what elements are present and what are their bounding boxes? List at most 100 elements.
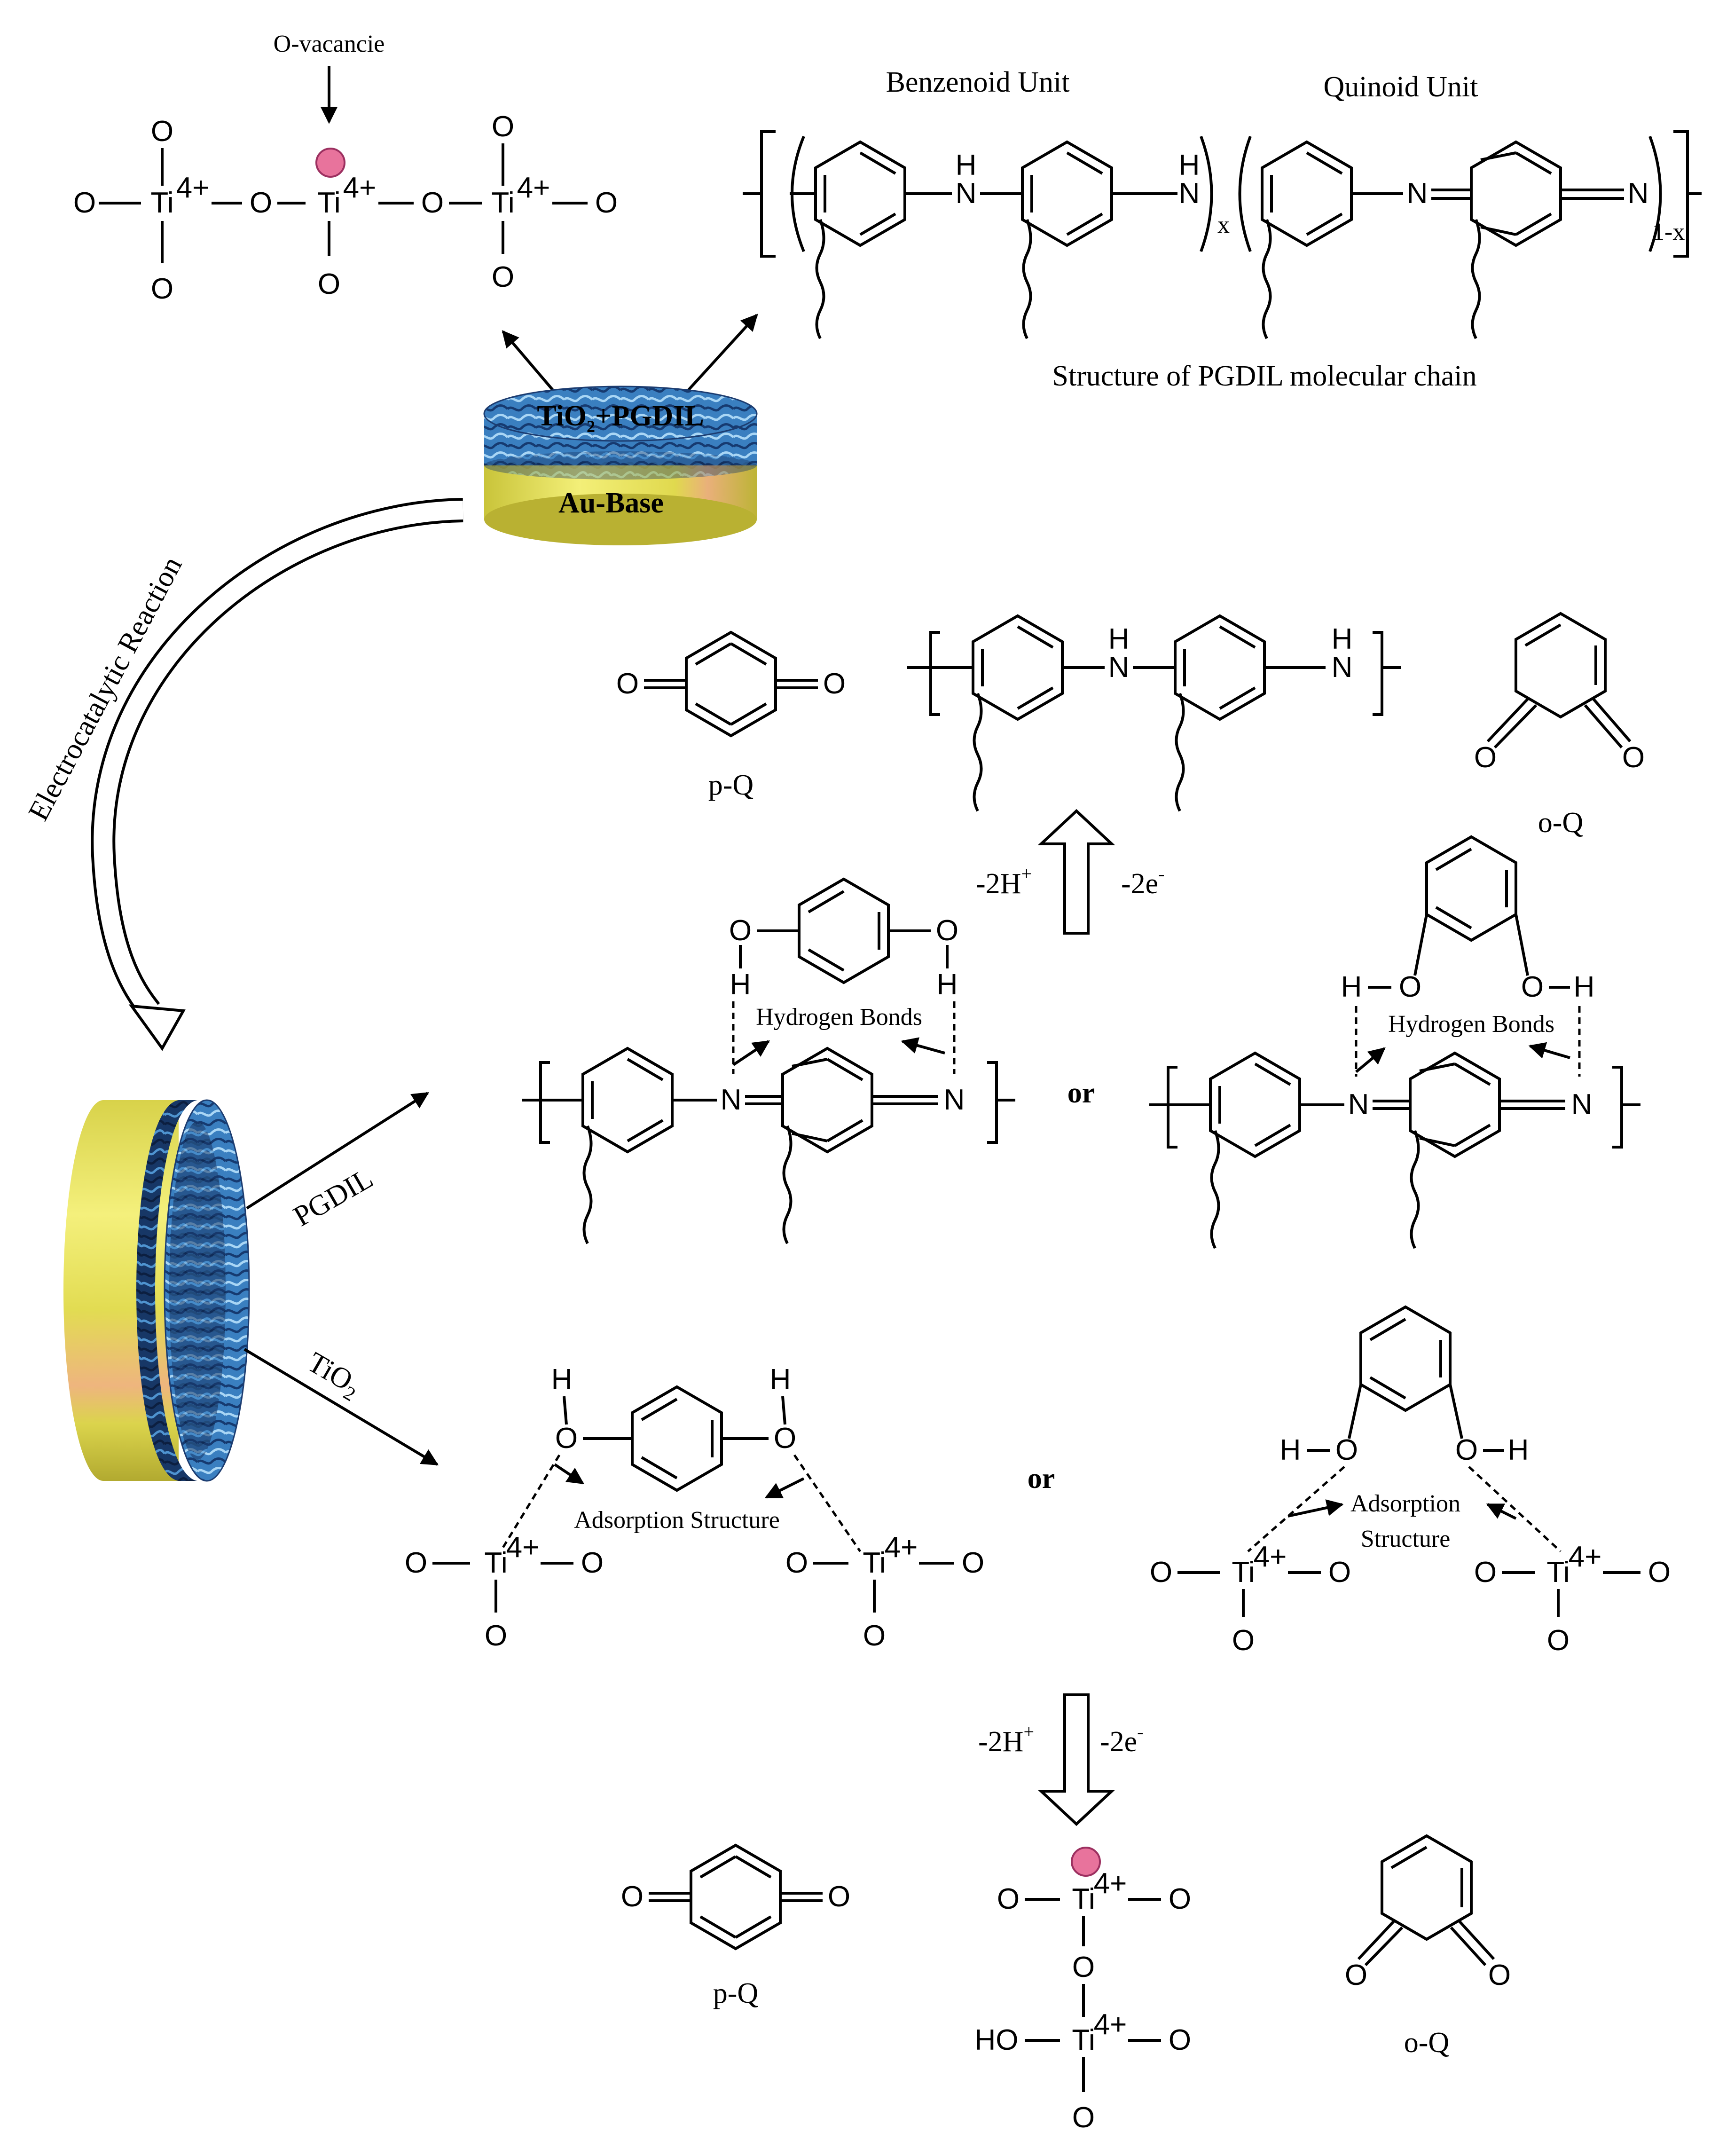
adsorption-catechol: H O O H Adsorption Structure O Ti 4+ O O… [1150, 1305, 1671, 1657]
subscript-x: x [1217, 212, 1230, 238]
electrocatalytic-curved-arrow: Electrocatalytic Reaction [22, 498, 463, 1051]
final-o-q: O O o-Q [1345, 1834, 1511, 2059]
nitrogen: N [1332, 651, 1353, 684]
oxidation-arrow-down: -2H+ -2e- [978, 1693, 1144, 1826]
oq-label: o-Q [1538, 807, 1583, 839]
oxygen: O [581, 1547, 604, 1579]
ti-charge: 4+ [1254, 1541, 1287, 1573]
oxygen: O [616, 668, 639, 700]
pq-label: p-Q [708, 769, 753, 801]
minus-2h-label: -2H+ [978, 1721, 1034, 1758]
oxygen: O [318, 268, 340, 300]
product-p-q: O O p-Q [616, 630, 846, 801]
oxygen: O [405, 1547, 427, 1579]
oxygen: O [1547, 1624, 1570, 1657]
hydrogen: H [1574, 971, 1595, 1003]
oxidation-arrow-up: -2H+ -2e- [976, 809, 1165, 935]
ti-atom: Ti [1072, 2024, 1095, 2056]
pq-label: p-Q [713, 1977, 758, 2009]
ti-charge: 4+ [1094, 2008, 1127, 2041]
ti-atom: Ti [484, 1547, 507, 1579]
benzenoid-label: Benzenoid Unit [886, 66, 1070, 98]
oxygen: O [421, 187, 444, 219]
ti-atom: Ti [1072, 1883, 1095, 1915]
hydrogen: H [1332, 623, 1353, 655]
oxygen: O [1072, 1951, 1095, 1983]
ti-atom: Ti [1546, 1556, 1570, 1589]
oxygen: O [1399, 971, 1421, 1003]
oxygen: O [1521, 971, 1544, 1003]
oxygen: O [1648, 1556, 1671, 1589]
oxygen: O [492, 261, 514, 293]
nitrogen: N [956, 177, 977, 210]
oxygen: O [485, 1620, 507, 1652]
oxygen: O [823, 668, 846, 700]
oxygen: O [785, 1547, 808, 1579]
oxygen: O [1328, 1556, 1351, 1589]
hydroxyl: HO [975, 2024, 1019, 2056]
hydrogen: H [551, 1363, 573, 1396]
hydrogen: H [1508, 1434, 1529, 1466]
adsorption-hydroquinone: O O H H Adsorption Structure O Ti 4+ O O… [405, 1363, 984, 1652]
electrode-disc-side [63, 1099, 250, 1482]
oxygen: O [1345, 1959, 1367, 1991]
nitrogen: N [1407, 177, 1428, 210]
oxygen: O [555, 1422, 578, 1455]
hydrogen: H [1108, 623, 1130, 655]
oxygen: O [621, 1881, 644, 1913]
oxygen: O [997, 1883, 1020, 1915]
arrow-to-chain [683, 314, 758, 396]
arrow-tio2 [243, 1348, 439, 1466]
oxygen: O [250, 187, 272, 219]
ti-charge: 4+ [885, 1531, 918, 1564]
minus-2e-label: -2e- [1100, 1721, 1144, 1758]
ti-charge: 4+ [517, 172, 550, 204]
nitrogen: N [721, 1084, 742, 1116]
hbond-hydroquinone: O O H H Hydrogen Bonds N N [522, 877, 1015, 1244]
ti-atom: Ti [1232, 1556, 1255, 1589]
oxygen: O [863, 1620, 886, 1652]
nitrogen: N [1108, 651, 1130, 684]
oxygen: O [1335, 1434, 1358, 1466]
ti-charge: 4+ [176, 172, 210, 204]
final-p-q: O O p-Q [621, 1843, 850, 2009]
hydrogen: H [956, 149, 977, 181]
ti-charge: 4+ [1569, 1541, 1602, 1573]
tio2-lattice-vacancy: O-vacancie O Ti 4+ O Ti 4+ O Ti 4+ O O O… [73, 31, 618, 305]
ti-charge: 4+ [1094, 1867, 1127, 1900]
hydrogen: H [1341, 971, 1362, 1003]
final-ti-with-vacancy: O Ti 4+ O O HO Ti 4+ O O [975, 1847, 1191, 2134]
oxygen: O [1488, 1959, 1511, 1991]
tio2-label: TiO2 [300, 1346, 367, 1406]
hydrogen: H [730, 968, 751, 1001]
oxygen: O [828, 1881, 850, 1913]
nitrogen: N [1348, 1088, 1369, 1121]
minus-2e-label: -2e- [1121, 863, 1165, 900]
adsorption-word: Adsorption [1350, 1490, 1460, 1517]
ti-charge: 4+ [506, 1531, 540, 1564]
chain-caption: Structure of PGDIL molecular chain [1052, 360, 1476, 392]
minus-2h-label: -2H+ [976, 863, 1032, 900]
oxygen: O [1232, 1624, 1255, 1657]
ti-charge: 4+ [343, 172, 377, 204]
quinoid-label: Quinoid Unit [1324, 71, 1478, 103]
oxygen: O [1169, 1883, 1191, 1915]
oxygen: O [1150, 1556, 1172, 1589]
or-label: or [1028, 1463, 1055, 1495]
electrode-disc-top: TiO2+PGDIL Au-Base [483, 386, 758, 545]
oxygen: O [1474, 741, 1497, 774]
electrode-base-label: Au-Base [558, 487, 664, 519]
oxygen: O [1072, 2101, 1095, 2134]
hydrogen: H [1280, 1434, 1301, 1466]
vacancy-label: O-vacancie [274, 31, 385, 57]
ti-atom: Ti [863, 1547, 886, 1579]
hydrogen-bonds-label: Hydrogen Bonds [756, 1004, 922, 1031]
electrode-top-label: TiO2+PGDIL [537, 400, 704, 436]
bracket-left [760, 130, 776, 258]
oxygen: O [936, 914, 958, 947]
hydrogen: H [1179, 149, 1200, 181]
oxygen: O [151, 115, 173, 148]
oxygen: O [1455, 1434, 1478, 1466]
